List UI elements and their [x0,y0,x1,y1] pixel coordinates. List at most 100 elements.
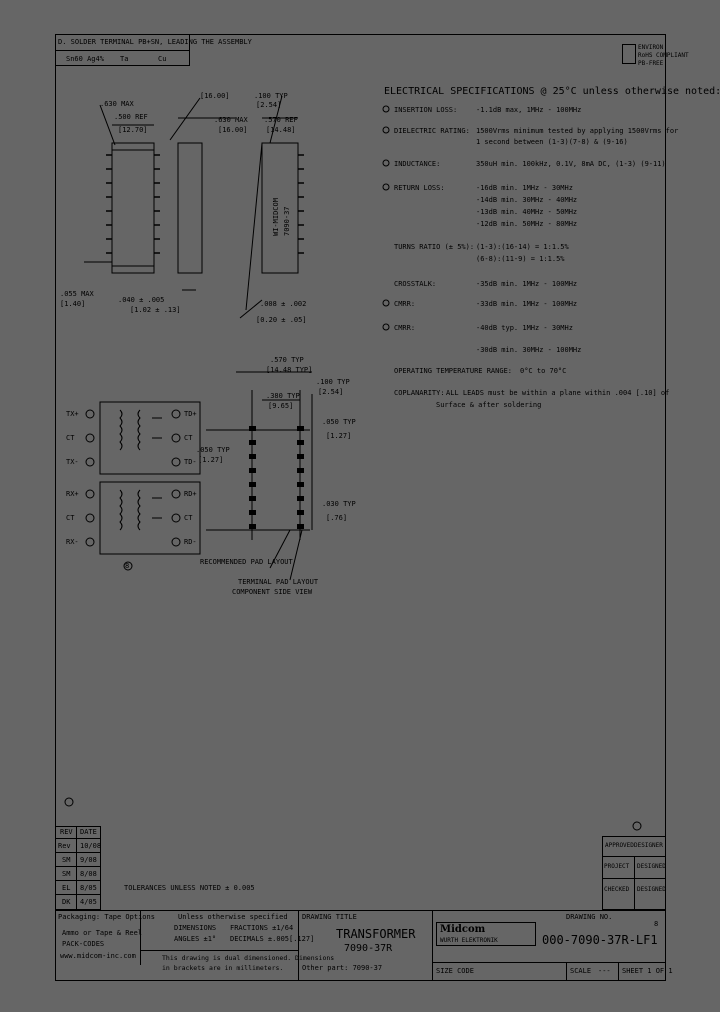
packaging-2: PACK-CODES [62,940,105,948]
mid-label-3: [1.02 ± .13] [130,306,181,314]
appr-row1-a: PROJECT [604,863,630,870]
rev-divider-0 [55,838,101,839]
appr-row2-a: CHECKED [604,886,630,893]
pin-left-0: TX+ [66,410,79,418]
dim-label-9: [14.48] [266,126,296,134]
fp-note-0: RECOMMENDED PAD LAYOUT [200,558,293,566]
dim-label-6: .630 MAX [214,116,248,124]
mid-label-2: .040 ± .005 [118,296,165,304]
spec-value-2: 1 second between (1-3)(7-8) & (9-16) [476,138,628,146]
drawing-rev-mark: 8 [654,920,659,928]
specs-title: ELECTRICAL SPECIFICATIONS @ 25°C unless … [384,86,720,97]
drawing-title: TRANSFORMER [336,927,416,941]
tb-col-2 [432,910,433,981]
mid-label-4: .008 ± .002 [260,300,307,308]
rev-row4-date: 4/05 [80,898,97,906]
spec-value-5: -14dB min. 30MHz - 40MHz [476,196,578,204]
rev-row0-date: 10/08 [80,842,102,850]
spec-value-8: (1-3):(16-14) = 1:1.5% [476,243,569,251]
rev-divider-4 [55,894,101,895]
spec-label-14: OPERATING TEMPERATURE RANGE: [394,367,513,375]
fp-label-5: [2.54] [318,388,344,396]
spec-value-16: Surface & after soldering [436,401,542,409]
spec-value-12: -40dB typ. 1MHz - 30MHz [476,324,573,332]
title-block [55,910,666,981]
fp-label-4: .100 TYP [316,378,350,386]
spec-value-15: ALL LEADS must be within a plane within … [446,389,670,397]
rev-row2-date: 8/08 [80,870,97,878]
tb-col-1 [298,910,299,981]
pin-right-1: CT [184,434,193,442]
spec-label-12: CMRR: [394,324,416,332]
fp-label-11: [1.27] [198,456,224,464]
corner-note-1: RoHS COMPLIANT [638,52,689,59]
header-title: D. SOLDER TERMINAL PB+SN, LEADING THE AS… [58,38,252,46]
corner-note-0: ENVIRON [638,44,664,51]
fp-label-3: [9.65] [268,402,294,410]
rev-row4-rev: DK [62,898,71,906]
rev-divider-2 [55,866,101,867]
spec-value-4: -16dB min. 1MHz - 30MHz [476,184,573,192]
mid-label-5: [0.20 ± .05] [256,316,307,324]
drawing-title-label: DRAWING TITLE [302,913,357,921]
dim-label-2: .500 REF [114,113,148,121]
tb-col-0 [140,910,141,965]
mid-label-1: [1.40] [60,300,86,308]
dim-label-1: [16.00] [200,92,230,100]
tolerance-note: TOLERANCES UNLESS NOTED ± 0.005 [124,884,255,892]
spec-label-0: INSERTION LOSS: [394,106,458,114]
spec-value-6: -13dB min. 40MHz - 50MHz [476,208,578,216]
fp-label-7: [1.27] [326,432,352,440]
fp-note-1: TERMINAL PAD LAYOUT [238,578,319,586]
rev-row3-rev: EL [62,884,71,892]
appr-col-divider [634,856,635,910]
rohs-icon [622,44,636,64]
tb-col-4 [618,962,619,981]
company-logo [436,922,536,946]
rev-header-0: REV [60,828,73,836]
pin-left-3: RX+ [66,490,79,498]
scale-value: --- [598,967,611,975]
tolerance-4: DECIMALS ±.005[.127] [230,935,315,943]
header-divider [55,50,190,51]
rev-row2-rev: SM [62,870,71,878]
spec-label-8: TURNS RATIO (± 5%): [394,243,475,251]
tolerance-3: FRACTIONS ±1/64 [230,924,294,932]
appr-row2-b: DESIGNED [637,886,666,893]
spec-value-13: -30dB min. 30MHz - 100MHz [476,346,582,354]
spec-label-3: INDUCTANCE: [394,160,441,168]
mid-label-0: .055 MAX [60,290,94,298]
pin-right-4: CT [184,514,193,522]
spec-value-3: 350uH min. 100kHz, 0.1V, 8mA DC, (1-3) (… [476,160,666,168]
drawing-subtitle: 7090-37R [344,943,393,954]
dim-label-0: .630 MAX [100,100,134,108]
rev-row1-rev: SM [62,856,71,864]
tolerance-0: Unless otherwise specified [178,913,288,921]
pin-right-2: TD- [184,458,197,466]
fp-note-2: COMPONENT SIDE VIEW [232,588,313,596]
rev-divider-1 [55,852,101,853]
dim-label-7: [16.00] [218,126,248,134]
packaging-0: Packaging: Tape Options [58,913,155,921]
spec-value-14: 0°C to 70°C [520,367,567,375]
schematic-marker: 8 [125,562,130,570]
spec-label-15: COPLANARITY: [394,389,445,397]
spec-label-1: DIELECTRIC RATING: [394,127,470,135]
tolerance-1: DIMENSIONS [174,924,217,932]
sheet-size-label: SIZE CODE [436,967,474,975]
rev-row1-date: 9/08 [80,856,97,864]
appr-row0-b: DESIGNER [634,842,663,849]
appr-row0-a: APPROVED [605,842,634,849]
header-note2: Ta [120,55,129,63]
corner-note-2: PB-FREE [638,60,664,67]
spec-value-11: -33dB min. 1MHz - 100MHz [476,300,578,308]
sheet-label: SHEET 1 OF 1 [622,967,673,975]
fp-label-6: .050 TYP [322,418,356,426]
spec-label-11: CMRR: [394,300,416,308]
fp-label-9: [.76] [326,514,348,522]
packaging-3: www.midcom-inc.com [60,952,136,960]
fp-label-2: .380 TYP [266,392,300,400]
